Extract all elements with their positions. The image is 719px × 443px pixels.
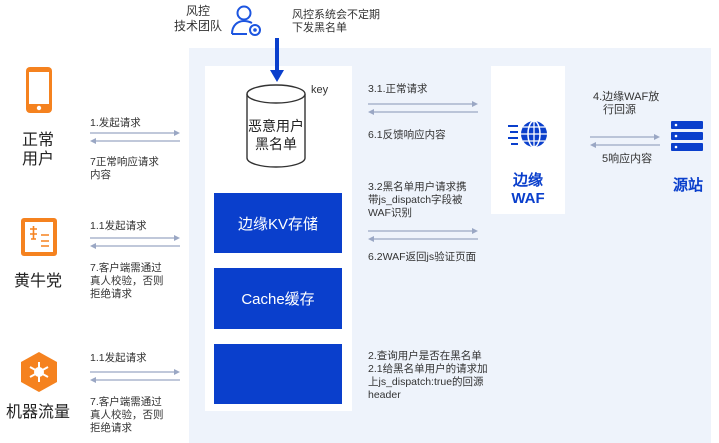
team-down-arrow (270, 38, 284, 87)
db-key-label: key (311, 84, 329, 96)
waf-globe-icon (506, 112, 550, 161)
scalper-ticket-icon (20, 217, 58, 262)
origin-response-note: 5响应内容 (602, 153, 653, 165)
waf-label: 边缘 WAF (511, 172, 545, 207)
query-note: 2.查询用户是否在黑名单 2.1给黑名单用户的请求加 上js_dispatch:… (368, 350, 488, 401)
team-user-gear-icon (229, 3, 265, 44)
bot-traffic-icon (20, 351, 58, 398)
kv-store-box: 边缘KV存储 (214, 193, 342, 253)
user-normal-label: 正常 用户 (21, 132, 54, 168)
normal-request-note: 3.1.正常请求 (368, 83, 428, 95)
user-scalper-label: 黄牛党 (13, 273, 62, 290)
blacklist-title: 恶意用户 黑名单 (248, 118, 304, 152)
blacklist-db-icon (245, 84, 307, 175)
server-rack-icon (670, 119, 704, 158)
user2-request-label: 1.1发起请求 (90, 352, 147, 364)
user0-response-label: 7正常响应请求 内容 (90, 156, 159, 181)
user1-request-label: 1.1发起请求 (90, 220, 147, 232)
team-note: 风控系统会不定期 下发黑名单 (292, 9, 380, 34)
user2-response-label: 7.客户端需通过 真人校验，否则 拒绝请求 (90, 396, 164, 434)
cache-box: Cache缓存 (214, 268, 342, 329)
blacklist-request-note: 3.2黑名单用户请求携 带js_dispatch字段被 WAF识别 (368, 181, 467, 219)
user-bot-label: 机器流量 (5, 404, 70, 421)
user1-response-label: 7.客户端需通过 真人校验，否则 拒绝请求 (90, 262, 164, 300)
mobile-phone-icon (25, 66, 53, 119)
user0-request-label: 1.发起请求 (90, 117, 141, 129)
empty-blue-box (214, 344, 342, 404)
js-verify-note: 6.2WAF返回js验证页面 (368, 251, 477, 263)
feedback-note: 6.1反馈响应内容 (368, 129, 446, 141)
origin-label: 源站 (672, 177, 703, 194)
team-label: 风控 技术团队 (173, 4, 222, 33)
origin-release-note: 4.边缘WAF放 行回源 (593, 91, 660, 116)
